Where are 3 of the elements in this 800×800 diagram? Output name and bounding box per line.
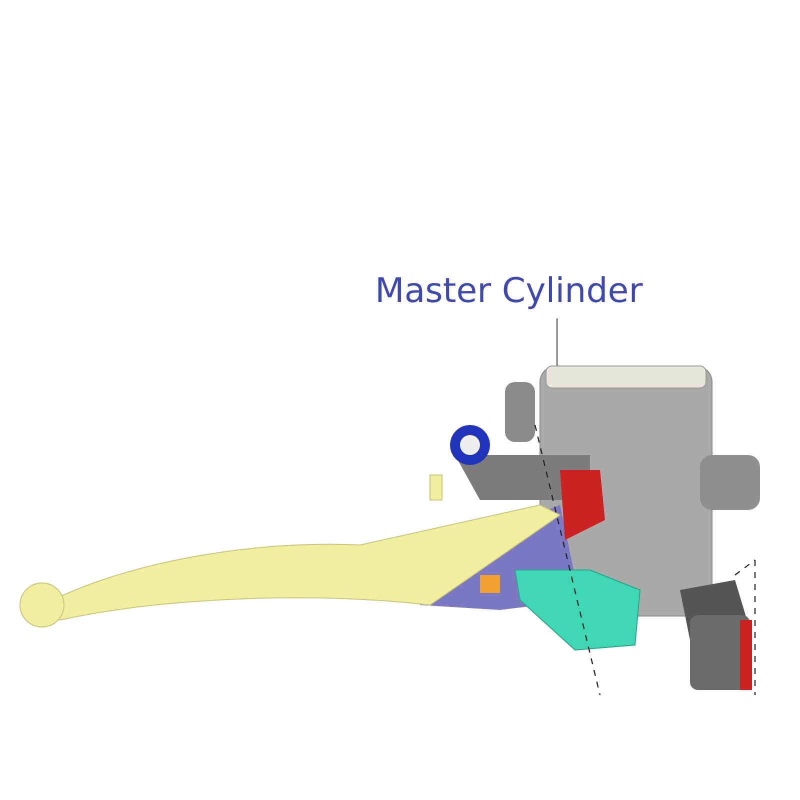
leader-line: [556, 318, 558, 366]
part-label: Master Cylinder: [375, 273, 643, 310]
brake-lever-drawing: [20, 366, 760, 696]
